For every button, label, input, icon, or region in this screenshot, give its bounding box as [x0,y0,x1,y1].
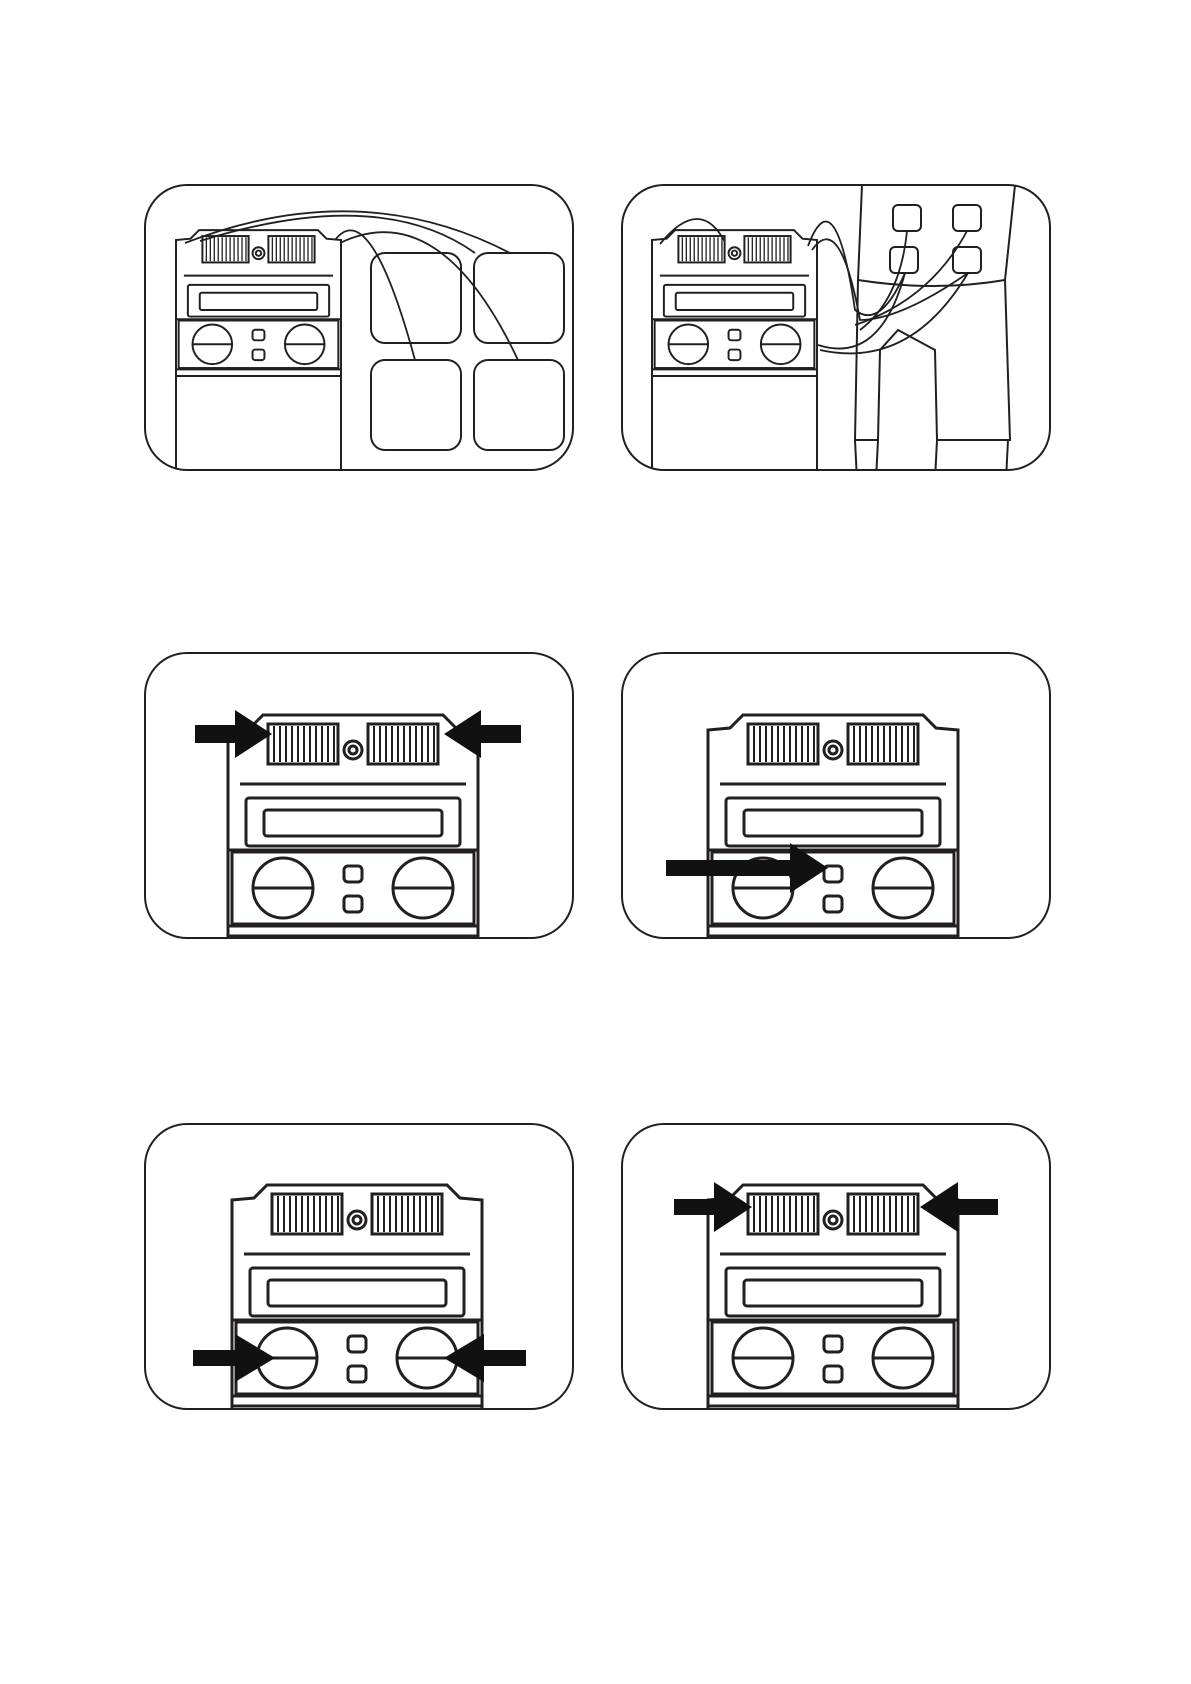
tens-device-icon [708,715,958,1170]
panel-pads-on-body [622,185,1050,530]
panel-turn-dials [622,1124,1050,1640]
panel-connect-pads [145,185,573,530]
panel-adjust-knobs [145,1124,573,1640]
panel-frame [145,185,573,470]
panel-press-dials [145,653,573,1170]
tens-device-icon [232,1185,482,1640]
panel-press-upper-button [622,653,1050,1170]
panel-frame [622,185,1050,470]
tens-device-icon [228,715,478,1170]
tens-device-icon [708,1185,958,1640]
